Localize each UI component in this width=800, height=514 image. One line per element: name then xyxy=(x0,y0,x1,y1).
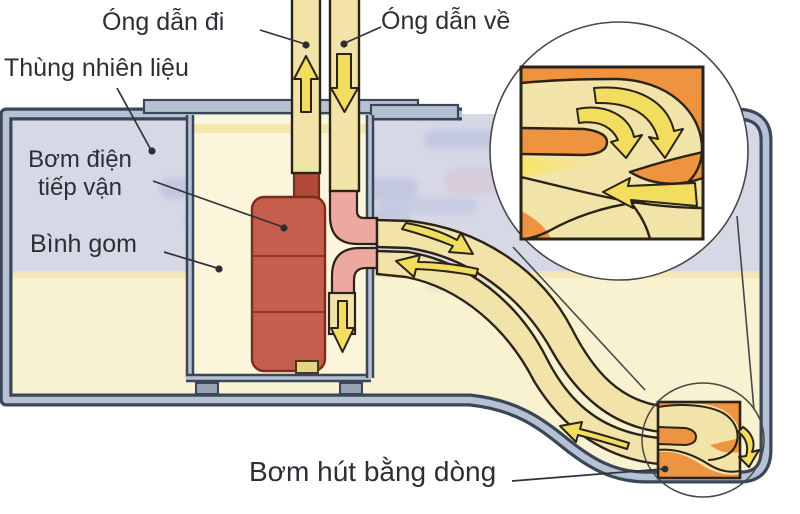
return-pipe xyxy=(328,0,361,193)
pump-seams xyxy=(253,254,324,314)
label-return-pipe: Óng dẫn về xyxy=(381,7,511,35)
label-transfer-pump-line2: tiếp vận xyxy=(37,174,123,202)
tank-top-plate xyxy=(369,103,460,121)
label-collector-pot: Bình gom xyxy=(30,230,138,258)
label-jet-pump: Bơm hút bằng dòng xyxy=(249,456,497,487)
flow-arrow-to-jet xyxy=(401,222,474,255)
inset-arrow-inner xyxy=(576,106,643,159)
leader-lines xyxy=(116,26,669,482)
jet-pump-unit xyxy=(658,402,740,478)
jet-pump-inset xyxy=(521,67,703,239)
pot-brim-line xyxy=(194,124,366,133)
label-transfer-pump-line1: Bơm điện xyxy=(28,146,132,173)
pot-walls xyxy=(185,115,375,383)
flow-arrow-from-jet xyxy=(395,254,479,278)
pump-body xyxy=(250,195,327,373)
flow-arrow-up xyxy=(293,55,319,113)
magnifier-connectors xyxy=(512,215,755,411)
inset-frame xyxy=(519,65,705,241)
flow-arrow-return-left xyxy=(559,421,630,450)
return-elbow-upper xyxy=(328,188,379,246)
label-supply-pipe: Óng dẫn đi xyxy=(102,8,225,36)
supply-pipe xyxy=(290,0,322,175)
transfer-pump xyxy=(250,168,327,374)
label-fuel-tank: Thùng nhiên liệu xyxy=(4,54,189,82)
jet-pump-channels xyxy=(375,218,663,466)
pot-foot-right xyxy=(339,382,363,395)
pot-foot-left xyxy=(195,382,219,395)
jet-spray xyxy=(521,157,604,177)
jet-pump-frame xyxy=(656,400,742,480)
flow-arrow-down-nozzle xyxy=(330,300,355,353)
label-transfer-pump: Bơm điện tiếp vận xyxy=(12,146,148,203)
inset-arrow-outer xyxy=(593,86,684,159)
magnifier-circle-small xyxy=(641,382,765,498)
tank-wall-core xyxy=(2,110,770,481)
flow-arrow-down xyxy=(330,53,359,113)
pump-strainer xyxy=(295,360,319,374)
jet-arrow-down-right xyxy=(737,426,760,468)
inset-arrow-left xyxy=(602,177,698,209)
